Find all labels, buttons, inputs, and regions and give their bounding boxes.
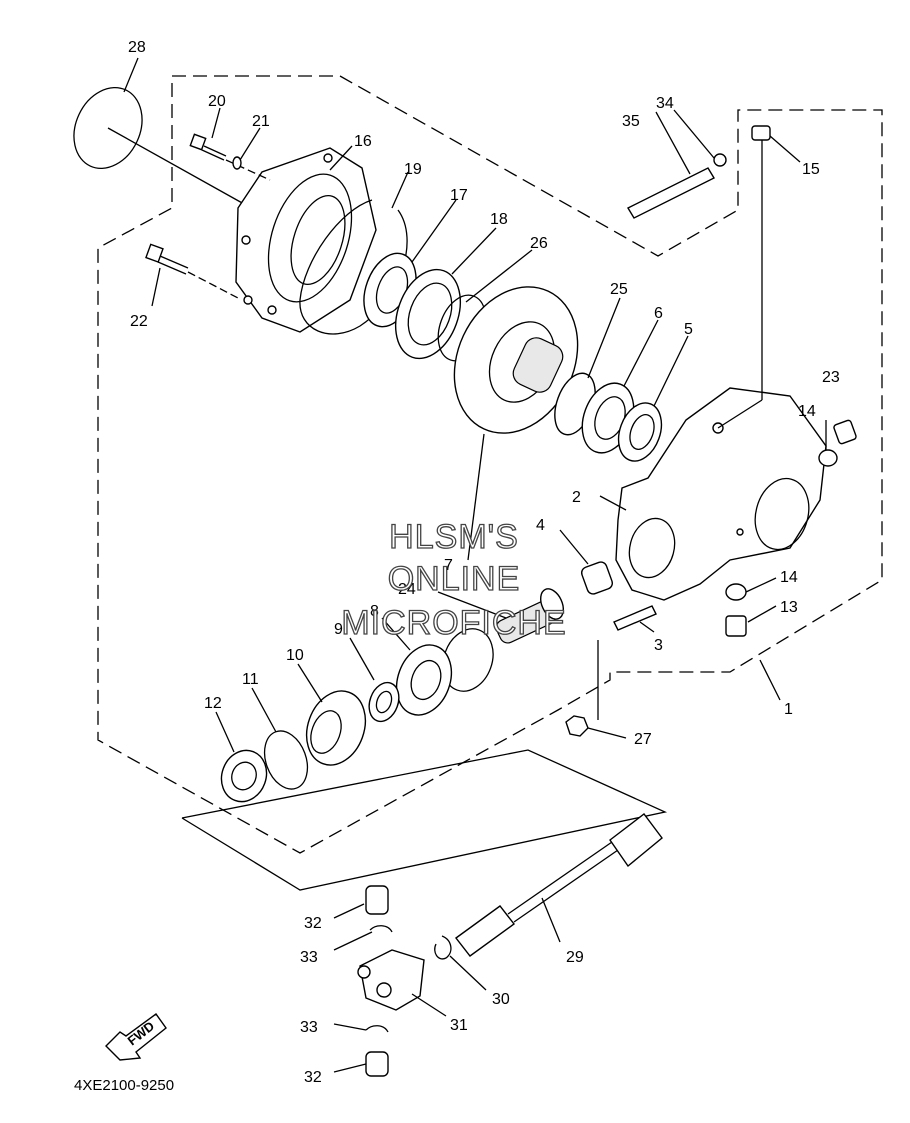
callout-30: 30 [492, 991, 510, 1008]
watermark-line-1: HLSM'S [389, 518, 519, 556]
callout-15: 15 [802, 161, 820, 178]
callout-4: 4 [536, 517, 545, 534]
callout-35: 35 [622, 113, 640, 130]
callout-25: 25 [610, 281, 628, 298]
callout-1: 1 [784, 701, 793, 718]
watermark-line-3: MICROFICHE [341, 604, 566, 642]
part-18-bearing [395, 268, 461, 360]
part-23-bolt [833, 419, 857, 445]
callout-34: 34 [656, 95, 674, 112]
callout-13: 13 [780, 599, 798, 616]
part-3-stud [597, 605, 657, 720]
part-13-plug [725, 615, 747, 637]
part-22-bolt [145, 243, 239, 299]
part-31-universal-joint [357, 949, 425, 1011]
part-9-spacer [368, 681, 400, 723]
part-15-breather [717, 125, 771, 429]
callout-16: 16 [354, 133, 372, 150]
callout-29: 29 [566, 949, 584, 966]
callout-3: 3 [654, 637, 663, 654]
part-32-cap-upper [365, 885, 389, 915]
callout-8: 8 [370, 603, 379, 620]
callout-14-upper: 14 [798, 403, 816, 420]
part-33-circlip-upper [369, 925, 393, 933]
part-10-retainer [305, 690, 367, 766]
callout-9: 9 [334, 621, 343, 638]
callout-11: 11 [242, 671, 259, 688]
callout-10: 10 [286, 647, 304, 664]
assembly-boundary [97, 75, 883, 891]
callout-18: 18 [490, 211, 508, 228]
part-9-bearing [395, 644, 453, 716]
callout-17: 17 [450, 187, 468, 204]
part-14-gasket-lower [725, 583, 747, 601]
callout-32-upper: 32 [304, 915, 322, 932]
part-16-gear-case-cover [235, 147, 377, 333]
part-32-cap-lower [365, 1051, 389, 1077]
leader-lines [123, 57, 827, 1073]
callout-22: 22 [130, 313, 148, 330]
part-27-nut [565, 715, 589, 737]
part-33-circlip-lower [365, 1025, 389, 1033]
callout-6: 6 [654, 305, 663, 322]
part-12-oil-seal [220, 749, 268, 803]
callout-14-lower: 14 [780, 569, 798, 586]
part-5-oil-seal [617, 402, 663, 462]
callout-12: 12 [204, 695, 222, 712]
callout-31: 31 [450, 1017, 468, 1034]
ring-gear [453, 286, 579, 561]
callout-2: 2 [572, 489, 581, 506]
part-28-o-ring [73, 86, 245, 205]
callout-21: 21 [252, 113, 270, 130]
callout-32-lower: 32 [304, 1069, 322, 1086]
part-20-bolt [189, 133, 271, 181]
callout-20: 20 [208, 93, 226, 110]
fwd-arrow-icon: FWD [105, 1013, 167, 1061]
callout-19: 19 [404, 161, 422, 178]
callout-27: 27 [634, 731, 652, 748]
watermark-line-2: ONLINE [388, 560, 521, 598]
callout-33-upper: 33 [300, 949, 318, 966]
callout-7: 7 [444, 557, 453, 574]
part-34-clip [713, 153, 727, 167]
part-2-gear-case [615, 387, 827, 601]
callout-24: 24 [398, 581, 416, 598]
part-14-gasket-upper [818, 449, 838, 467]
part-29-drive-shaft [455, 813, 663, 957]
drawing-code: 4XE2100-9250 [74, 1077, 174, 1094]
callout-28: 28 [128, 39, 146, 56]
part-30-circlip [434, 935, 452, 960]
part-21-washer [232, 156, 242, 170]
callout-labels: 28 20 21 16 19 17 18 26 22 25 6 5 34 35 … [128, 39, 840, 1086]
watermark: HLSM'S ONLINE MICROFICHE [341, 517, 567, 642]
callout-23: 23 [822, 369, 840, 386]
part-35-hose [627, 167, 715, 219]
callout-26: 26 [530, 235, 548, 252]
callout-33-lower: 33 [300, 1019, 318, 1036]
callout-5: 5 [684, 321, 693, 338]
part-4-bushing [580, 561, 614, 595]
part-24-pinion-gear [495, 588, 565, 644]
